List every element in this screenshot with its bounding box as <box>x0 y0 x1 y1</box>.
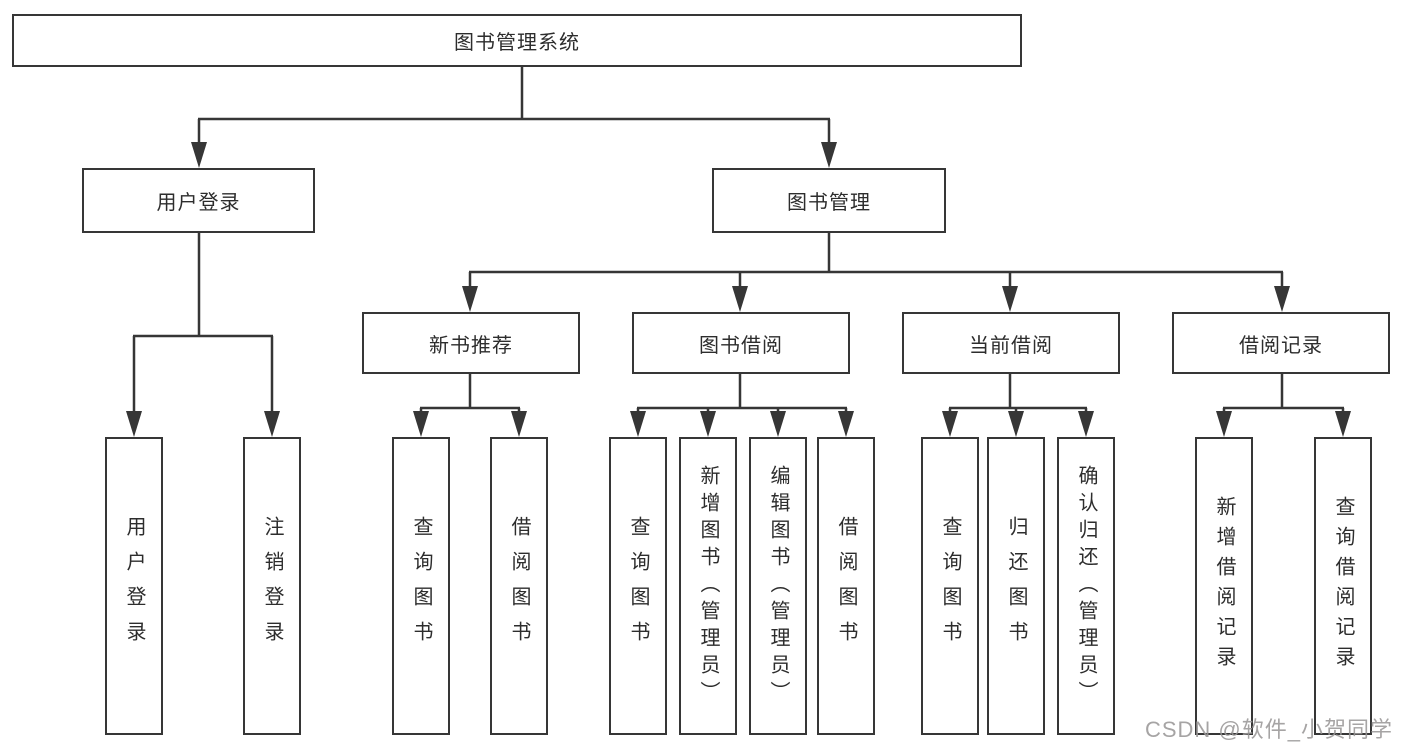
node-label: 图书管理 <box>787 192 871 214</box>
node-user-login-action: 用户登录 <box>105 437 163 735</box>
node-label: 确认归还（管理员） <box>1075 464 1097 708</box>
csdn-watermark: CSDN @软件_小贺同学 <box>1144 717 1393 742</box>
node-logout-action: 注销登录 <box>243 437 301 735</box>
node-label: 查询图书 <box>939 516 961 656</box>
node-label: 新增借阅记录 <box>1213 496 1235 676</box>
node-query-book-3: 查询图书 <box>921 437 979 735</box>
node-label: 用户登录 <box>123 516 145 656</box>
node-current-borrow: 当前借阅 <box>902 312 1120 374</box>
node-label: 归还图书 <box>1005 516 1027 656</box>
node-label: 借阅图书 <box>835 516 857 656</box>
node-root: 图书管理系统 <box>12 14 1022 67</box>
node-new-book-recommend: 新书推荐 <box>362 312 580 374</box>
node-edit-book-admin: 编辑图书（管理员） <box>749 437 807 735</box>
node-label: 新增图书（管理员） <box>697 464 719 708</box>
node-label: 借阅图书 <box>508 516 530 656</box>
node-query-book-2: 查询图书 <box>609 437 667 735</box>
node-label: 图书管理系统 <box>454 32 580 54</box>
node-label: 查询图书 <box>627 516 649 656</box>
node-label: 用户登录 <box>156 192 241 214</box>
node-query-book-1: 查询图书 <box>392 437 450 735</box>
node-query-borrow-record: 查询借阅记录 <box>1314 437 1372 735</box>
node-borrow-book-2: 借阅图书 <box>817 437 875 735</box>
node-return-book: 归还图书 <box>987 437 1045 735</box>
node-borrow-book-1: 借阅图书 <box>490 437 548 735</box>
node-label: 借阅记录 <box>1239 334 1323 357</box>
node-label: 注销登录 <box>261 516 283 656</box>
node-label: 新书推荐 <box>429 334 513 357</box>
node-book-borrow: 图书借阅 <box>632 312 850 374</box>
node-label: 查询图书 <box>410 516 432 656</box>
node-add-borrow-record: 新增借阅记录 <box>1195 437 1253 735</box>
arrowheads <box>126 142 1351 437</box>
node-label: 图书借阅 <box>699 334 783 357</box>
node-user-login: 用户登录 <box>82 168 315 233</box>
node-borrow-record: 借阅记录 <box>1172 312 1390 374</box>
node-label: 查询借阅记录 <box>1332 496 1354 676</box>
node-label: 当前借阅 <box>969 334 1053 357</box>
node-confirm-return-admin: 确认归还（管理员） <box>1057 437 1115 735</box>
node-book-management: 图书管理 <box>712 168 946 233</box>
node-add-book-admin: 新增图书（管理员） <box>679 437 737 735</box>
node-label: 编辑图书（管理员） <box>767 464 789 708</box>
